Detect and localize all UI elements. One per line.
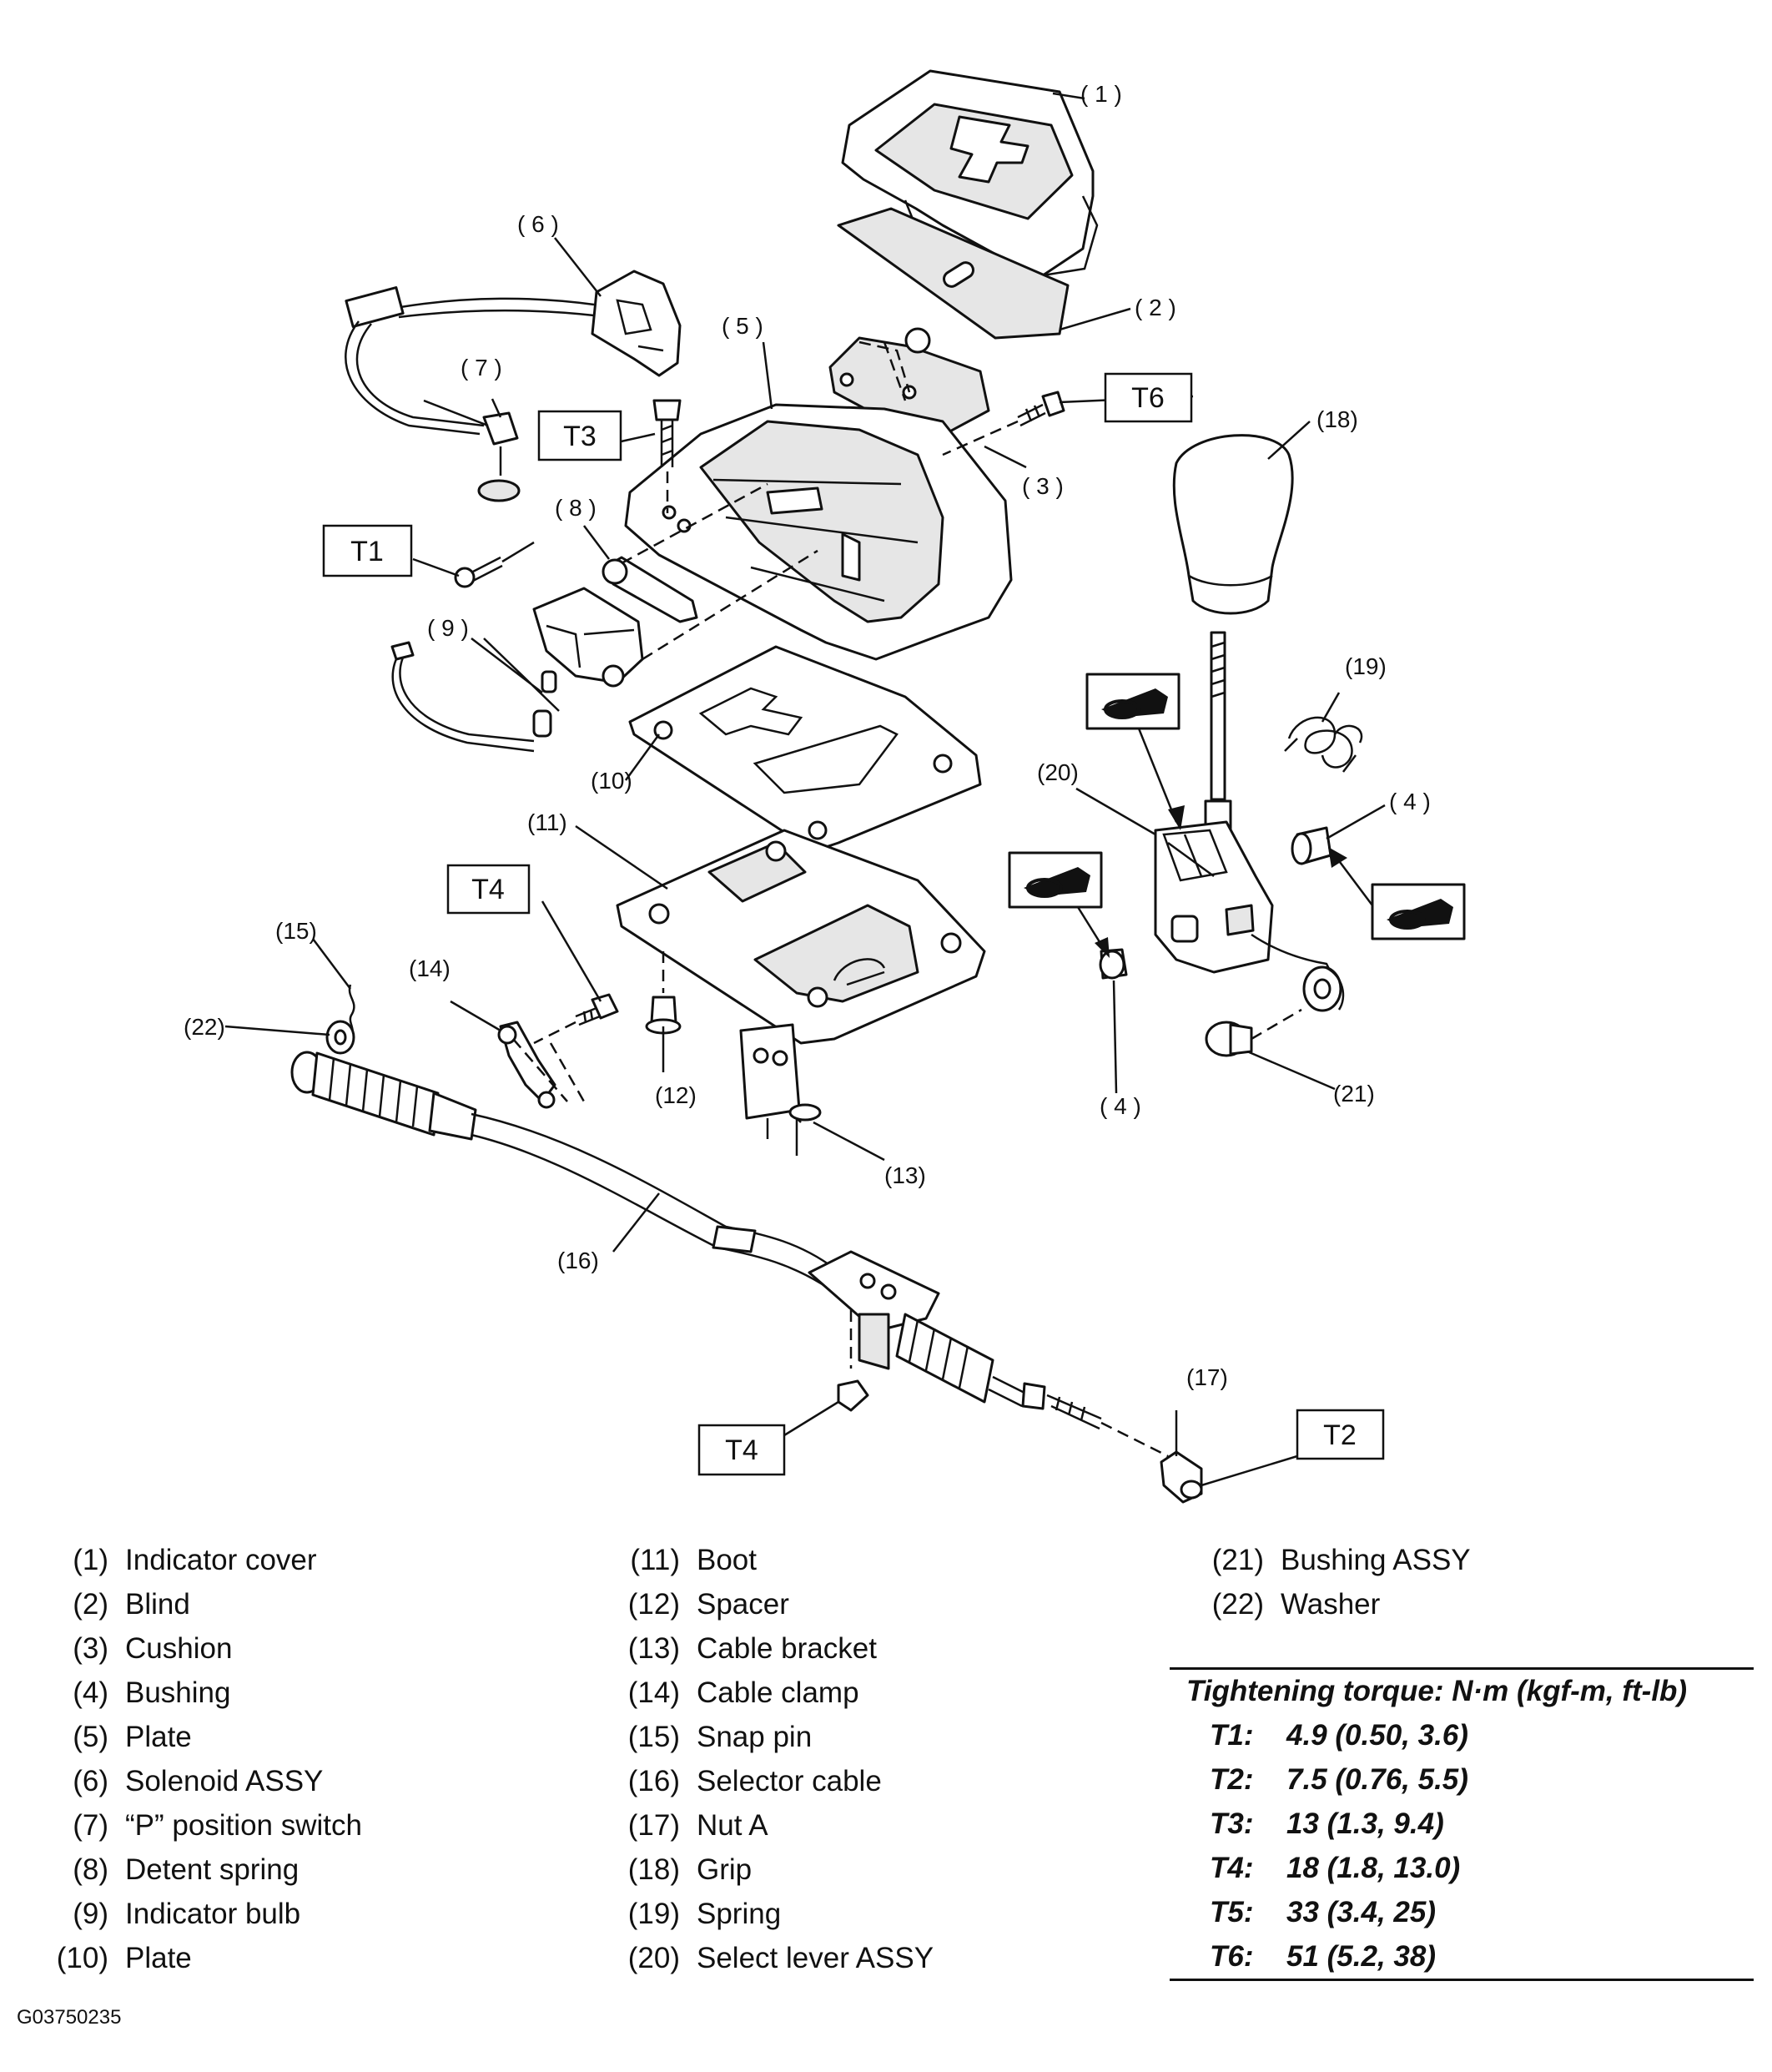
- callout-3: ( 3 ): [1022, 473, 1064, 499]
- tightening-torque-table: Tightening torque: N·m (kgf-m, ft-lb) T1…: [1170, 1667, 1754, 1981]
- callout-11: (11): [527, 809, 567, 835]
- callout-13: (13): [884, 1162, 926, 1188]
- torque-tag-t4-upper: T4: [446, 864, 531, 915]
- solenoid-assy: [345, 270, 682, 436]
- torque-tag-t3: T3: [537, 410, 622, 461]
- callout-12: (12): [655, 1082, 697, 1108]
- bushing-assy: [1205, 1008, 1302, 1057]
- cable-bracket: [739, 1023, 822, 1156]
- p-position-switch: [477, 411, 521, 502]
- svg-text:T1: T1: [350, 536, 384, 567]
- table-top-rule: [1170, 1667, 1754, 1670]
- bushing-left: [1099, 948, 1128, 980]
- callout-9: ( 9 ): [427, 615, 469, 641]
- washer: [325, 1020, 355, 1055]
- t6-bolt: [942, 391, 1065, 456]
- callout-22: (22): [184, 1014, 225, 1040]
- t1-screw: [454, 541, 535, 588]
- torque-tag-t1: T1: [322, 524, 413, 577]
- shifter-housing-plate: [624, 403, 1013, 661]
- callout-16: (16): [557, 1248, 599, 1273]
- svg-text:T4: T4: [471, 874, 505, 905]
- svg-text:T3: T3: [563, 421, 597, 452]
- torque-tag-t4-lower: T4: [697, 1424, 786, 1476]
- table-bottom-rule: [1170, 1979, 1754, 1981]
- boot: [616, 829, 986, 1045]
- blind: [837, 207, 1070, 340]
- callout-18: (18): [1316, 406, 1358, 432]
- svg-text:T6: T6: [1131, 382, 1165, 414]
- indicator-cover: [841, 69, 1099, 277]
- callout-6: ( 6 ): [517, 211, 559, 237]
- callout-1: ( 1 ): [1080, 81, 1122, 107]
- detent-spring: [602, 482, 768, 623]
- nut-a: [1160, 1450, 1203, 1504]
- select-lever-assy: [1154, 631, 1345, 1012]
- callout-4a: ( 4 ): [1389, 789, 1431, 814]
- grease-icon: [1371, 883, 1466, 940]
- spring: [1284, 716, 1363, 773]
- t3-bolt: [652, 399, 682, 513]
- svg-text:T2: T2: [1323, 1419, 1357, 1451]
- svg-text:T4: T4: [725, 1434, 758, 1466]
- bushing-right: [1291, 826, 1332, 865]
- torque-row: T5:33 (3.4, 25): [1210, 1896, 1436, 1928]
- callout-4b: ( 4 ): [1100, 1093, 1141, 1119]
- callout-14: (14): [409, 955, 451, 981]
- callout-7: ( 7 ): [461, 355, 502, 381]
- exploded-view-diagram: ( 1 ) ( 2 ) ( 3 ) ( 4 ) ( 4 ) ( 5 ) ( 6 …: [184, 69, 1466, 1504]
- callout-2: ( 2 ): [1135, 295, 1176, 320]
- torque-row: T4:18 (1.8, 13.0): [1210, 1852, 1461, 1884]
- torque-table-title: Tightening torque: N·m (kgf-m, ft-lb): [1186, 1675, 1688, 1707]
- callout-15: (15): [275, 918, 317, 944]
- callout-5: ( 5 ): [722, 313, 763, 339]
- torque-tag-t2: T2: [1296, 1409, 1385, 1460]
- callout-8: ( 8 ): [555, 495, 597, 521]
- grease-icon: [1085, 673, 1180, 730]
- t4-nut-lower: [837, 1310, 869, 1412]
- torque-row: T3:13 (1.3, 9.4): [1210, 1807, 1444, 1840]
- callout-19: (19): [1345, 653, 1387, 679]
- torque-row: T6:51 (5.2, 38): [1210, 1940, 1436, 1973]
- torque-row: T2:7.5 (0.76, 5.5): [1210, 1763, 1468, 1796]
- torque-row: T1:4.9 (0.50, 3.6): [1210, 1719, 1468, 1752]
- t4-bolt-upper: [533, 993, 619, 1045]
- callout-20: (20): [1037, 759, 1079, 785]
- plate-gasket: [628, 645, 982, 853]
- spacer: [645, 951, 682, 1035]
- callout-17: (17): [1186, 1364, 1228, 1390]
- figure-id: G03750235: [17, 2006, 122, 2029]
- selector-cable: [290, 1051, 1169, 1458]
- callout-21: (21): [1333, 1081, 1375, 1107]
- grease-icon: [1008, 851, 1103, 909]
- cushion: [828, 327, 990, 442]
- grip: [1172, 434, 1294, 615]
- indicator-bulb: [390, 641, 557, 753]
- indicator-bulb-holder: [532, 549, 818, 688]
- torque-tag-t6: T6: [1104, 372, 1193, 423]
- cable-clamp: [497, 1021, 586, 1109]
- callout-10: (10): [591, 768, 632, 794]
